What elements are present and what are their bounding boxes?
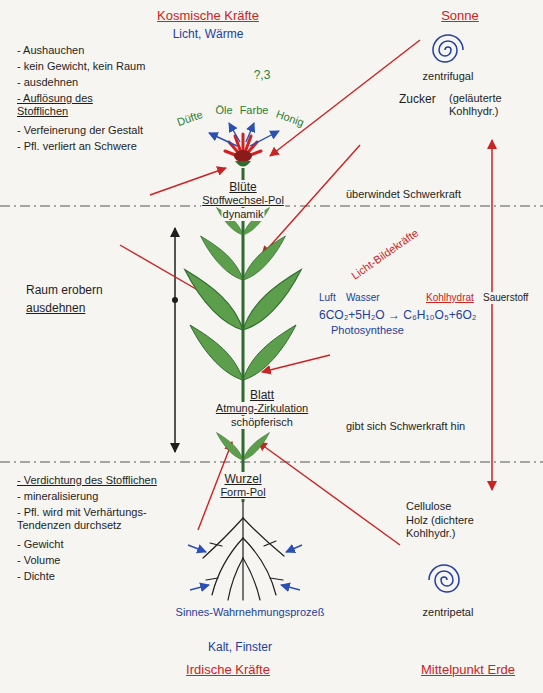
leaf xyxy=(185,270,243,331)
perception-arrow xyxy=(188,545,206,552)
label-text: - Volume xyxy=(16,554,61,567)
label-text: Stoffwechsel-Pol xyxy=(201,194,285,207)
label-text: Düfte xyxy=(174,108,205,130)
label-text: Photosynthese xyxy=(330,324,405,337)
label-text: Kosmische Kräfte xyxy=(156,8,260,24)
label-text: (geläuterte Kohlhydr.) xyxy=(448,92,530,118)
label-text: - Pfl. wird mit Verhärtungs- Tendenzen d… xyxy=(16,506,183,532)
label-text: ?,3 xyxy=(253,68,272,82)
force-arrow xyxy=(270,40,420,156)
label-text: Zucker xyxy=(398,92,437,106)
label-text: gibt sich Schwerkraft hin xyxy=(345,420,466,433)
label-text: Farbe xyxy=(239,104,270,117)
label-text: Kalt, Finster xyxy=(207,640,273,654)
label-text: - Dichte xyxy=(16,570,56,583)
label-text: Wurzel xyxy=(223,472,262,486)
calyx xyxy=(235,161,251,167)
leaf xyxy=(243,236,285,280)
label-text: - Gewicht xyxy=(16,538,64,551)
label-text: Mittelpunkt Erde xyxy=(420,662,516,678)
label-text: - Auflösung des Stofflichen xyxy=(16,92,118,118)
separator-line xyxy=(0,462,543,463)
label-text: Kohlhydrat xyxy=(425,292,475,304)
spiral-symbol xyxy=(429,565,459,592)
label-text: Licht, Wärme xyxy=(172,27,245,41)
flower-center xyxy=(234,150,252,162)
label-text: 6CO₂+5H₂O → C₆H₁₀O₅+6O₂ xyxy=(318,308,477,322)
leaf xyxy=(217,433,244,461)
flower xyxy=(225,134,261,167)
label-text: Blatt xyxy=(249,388,275,402)
label-text: - ausdehnen xyxy=(16,76,79,89)
label-text: überwindet Schwerkraft xyxy=(345,188,462,201)
label-text: Atmung-Zirkulation xyxy=(215,402,309,415)
label-text: Raum erobern xyxy=(25,283,104,297)
label-text: Cellulose xyxy=(405,500,452,513)
label-text: ausdehnen xyxy=(25,301,86,315)
label-text: dynamik xyxy=(222,208,265,221)
emanation-arrows xyxy=(209,123,279,146)
label-text: Licht-Bildekräfte xyxy=(348,226,422,283)
label-text: - Verdichtung des Stofflichen xyxy=(16,474,158,487)
label-text: Blüte xyxy=(228,180,257,194)
leaves xyxy=(185,208,302,461)
perception-arrows xyxy=(188,545,302,590)
label-text: Form-Pol xyxy=(219,486,266,499)
label-text: Sonne xyxy=(440,8,480,24)
label-text: Sauerstoff xyxy=(482,292,529,304)
label-text: - Verfeinerung der Gestalt xyxy=(16,124,144,137)
label-text: Luft xyxy=(318,292,337,304)
label-text: zentrifugal xyxy=(422,70,475,83)
spiral-symbol xyxy=(433,35,463,62)
leaf xyxy=(201,236,243,280)
label-text: Holz (dichtere Kohlhydr.) xyxy=(405,514,497,540)
gravity-arrow xyxy=(491,140,493,490)
perception-arrow xyxy=(281,585,300,590)
force-arrow xyxy=(150,168,226,195)
perception-arrow xyxy=(190,585,209,590)
double-arrow xyxy=(174,228,176,452)
label-text: Sinnes-Wahrnehmungsprozeß xyxy=(175,606,326,619)
emanation-arrow xyxy=(246,123,254,142)
label-text: Honig xyxy=(273,107,306,130)
label-text: Öle xyxy=(214,104,233,117)
label-text: zentripetal xyxy=(422,606,475,619)
leaf xyxy=(243,325,296,380)
force-arrows xyxy=(120,40,420,545)
roots xyxy=(203,502,284,600)
label-text: - mineralisierung xyxy=(16,490,99,503)
arrow-dot xyxy=(172,297,178,303)
emanation-arrow xyxy=(209,133,237,146)
perception-arrow xyxy=(286,545,302,552)
leaf xyxy=(190,325,243,380)
leaf xyxy=(243,270,301,331)
leaf xyxy=(243,433,270,461)
label-text: - Pfl. verliert an Schwere xyxy=(16,140,138,153)
label-text: schöpferisch xyxy=(230,416,294,429)
emanation-arrow xyxy=(250,131,279,146)
label-text: Irdische Kräfte xyxy=(185,662,271,678)
force-arrow xyxy=(258,442,400,545)
label-text: - kein Gewicht, kein Raum xyxy=(16,60,146,73)
emanation-arrow xyxy=(229,123,240,142)
label-text: Wasser xyxy=(345,292,381,304)
label-text: - Aushauchen xyxy=(16,44,85,57)
